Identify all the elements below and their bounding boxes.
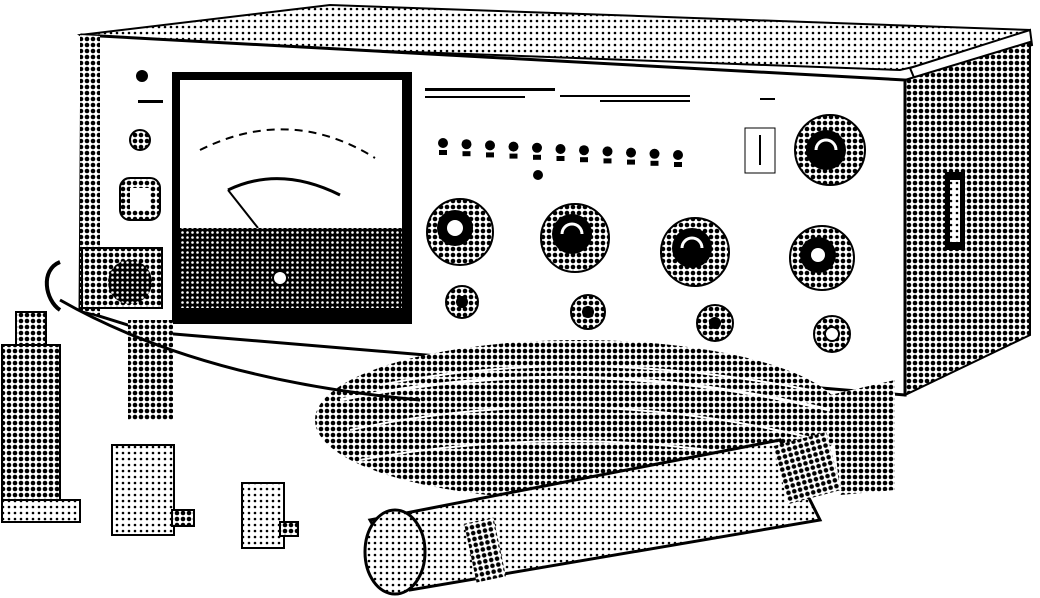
range-switch-icon (602, 146, 613, 157)
range-switch-icon (649, 148, 660, 159)
input-connector (44, 247, 163, 312)
small-knobs (445, 170, 851, 353)
mode-knob-icon (789, 225, 855, 291)
range-switch-base-icon (556, 156, 565, 161)
filter-knob-icon (660, 217, 730, 287)
range-switch-base-icon (486, 152, 494, 158)
gain-knob-icon (426, 198, 494, 266)
large-knobs (426, 114, 866, 291)
toggle-switch-icon (129, 129, 151, 151)
meter-needle-icon (227, 189, 259, 229)
handle-probe (363, 431, 842, 596)
sensor-small (241, 482, 299, 549)
range-switch-row (438, 138, 683, 167)
small-knob-icon (533, 170, 543, 180)
indicator-lamp-icon (136, 70, 148, 82)
sensor-cube (111, 444, 195, 536)
range-switch-icon (508, 141, 519, 152)
case-right-side (904, 40, 1031, 397)
top-right-knob-icon (794, 114, 866, 186)
range-switch-base-icon (580, 157, 588, 163)
range-switch-base-icon (462, 151, 471, 157)
range-switch-base-icon (509, 153, 518, 159)
range-switch-base-icon (627, 159, 635, 165)
range-switch-base-icon (603, 158, 612, 164)
range-switch-icon (438, 138, 448, 148)
range-switch-base-icon (674, 162, 682, 167)
left-controls (119, 70, 163, 221)
range-switch-base-icon (533, 154, 541, 160)
range-switch-icon (673, 150, 683, 160)
range-switch-base-icon (650, 160, 659, 166)
range-switch-base-icon (439, 150, 447, 155)
range-switch-icon (461, 139, 472, 150)
panel-labels (425, 88, 776, 174)
range-knob-icon (540, 203, 610, 273)
range-switch-icon (555, 144, 566, 154)
range-switch-icon (532, 142, 542, 153)
meter (172, 72, 412, 324)
probe-cylinder (1, 311, 81, 523)
range-switch-icon (485, 140, 495, 151)
range-switch-icon (579, 145, 589, 156)
range-switch-icon (626, 147, 636, 158)
